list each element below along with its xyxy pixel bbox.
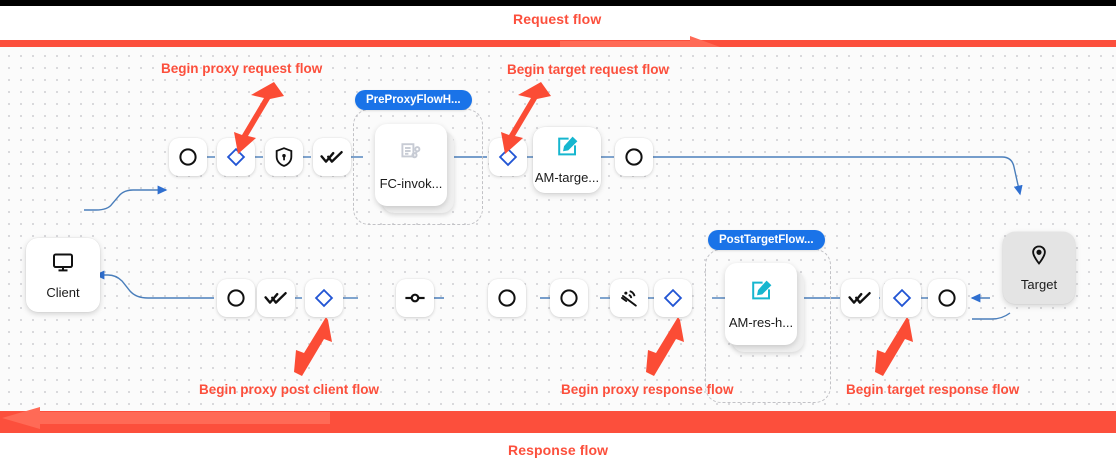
double-check-icon — [848, 292, 871, 304]
line-node-icon — [405, 293, 425, 303]
policy-card[interactable]: FC-invok... — [375, 124, 447, 206]
circle-outline-icon — [938, 289, 956, 307]
double-check-icon — [264, 292, 287, 304]
group-pill-pre-proxy-flow-hook[interactable]: PreProxyFlowH... — [355, 90, 472, 110]
circle-outline-icon — [625, 148, 643, 166]
target-node[interactable]: Target — [1003, 232, 1075, 304]
policy-fc-invoke[interactable]: FC-invok... — [375, 124, 454, 213]
node-res-circle-2[interactable] — [488, 279, 526, 317]
circle-outline-icon — [227, 289, 245, 307]
policy-am-target-label: AM-targe... — [534, 170, 600, 185]
double-check-icon — [320, 151, 343, 163]
blue-diamond-icon — [226, 147, 246, 167]
policy-fc-invoke-label: FC-invok... — [379, 175, 443, 191]
edit-square-icon — [555, 135, 579, 164]
node-res-signal[interactable] — [610, 279, 648, 317]
annotation-begin-target-response-flow: Begin target response flow — [846, 382, 1020, 397]
edit-square-icon — [749, 279, 773, 308]
group-pill-post-target-flow-hook[interactable]: PostTargetFlow... — [708, 230, 825, 250]
policy-am-target[interactable]: AM-targe... — [533, 127, 601, 193]
client-node-label: Client — [46, 285, 80, 300]
node-req-checks[interactable] — [313, 138, 351, 176]
node-res-diamond-3[interactable] — [883, 279, 921, 317]
annotation-begin-proxy-request-flow: Begin proxy request flow — [161, 61, 323, 76]
node-req-diamond-1[interactable] — [217, 138, 255, 176]
node-res-diamond-2[interactable] — [654, 279, 692, 317]
blue-diamond-icon — [892, 288, 912, 308]
node-req-start[interactable] — [169, 138, 207, 176]
annotation-begin-target-request-flow: Begin target request flow — [507, 62, 670, 77]
policy-am-res-h[interactable]: AM-res-h... — [725, 263, 804, 352]
response-flow-band — [0, 411, 1116, 433]
node-res-circle-3[interactable] — [550, 279, 588, 317]
node-res-circle-4[interactable] — [928, 279, 966, 317]
script-config-icon — [399, 140, 423, 169]
shield-lock-icon — [275, 147, 293, 167]
request-flow-label: Request flow — [513, 11, 602, 27]
node-res-circle-1[interactable] — [217, 279, 255, 317]
blue-diamond-icon — [663, 288, 683, 308]
node-res-diamond-1[interactable] — [305, 279, 343, 317]
circle-outline-icon — [560, 289, 578, 307]
policy-am-res-h-label: AM-res-h... — [728, 314, 794, 330]
broadcast-icon — [620, 289, 637, 307]
top-black-strip — [0, 0, 1116, 6]
policy-card[interactable]: AM-res-h... — [725, 263, 797, 345]
flow-canvas[interactable]: Client Target — [0, 47, 1116, 411]
circle-outline-icon — [179, 148, 197, 166]
target-node-label: Target — [1020, 277, 1058, 292]
annotation-begin-proxy-post-client-flow: Begin proxy post client flow — [199, 382, 380, 397]
blue-diamond-icon — [314, 288, 334, 308]
monitor-icon — [51, 250, 75, 279]
node-req-security[interactable] — [265, 138, 303, 176]
annotation-begin-proxy-response-flow: Begin proxy response flow — [561, 382, 734, 397]
node-res-endpoint[interactable] — [396, 279, 434, 317]
node-req-diamond-2[interactable] — [489, 138, 527, 176]
node-req-end[interactable] — [615, 138, 653, 176]
edge-layer — [84, 156, 1023, 320]
blue-diamond-icon — [498, 147, 518, 167]
client-node[interactable]: Client — [26, 238, 100, 312]
node-res-checks-2[interactable] — [841, 279, 879, 317]
circle-outline-icon — [498, 289, 516, 307]
response-flow-label: Response flow — [508, 442, 609, 458]
node-res-checks[interactable] — [257, 279, 295, 317]
location-pin-icon — [1028, 244, 1050, 271]
